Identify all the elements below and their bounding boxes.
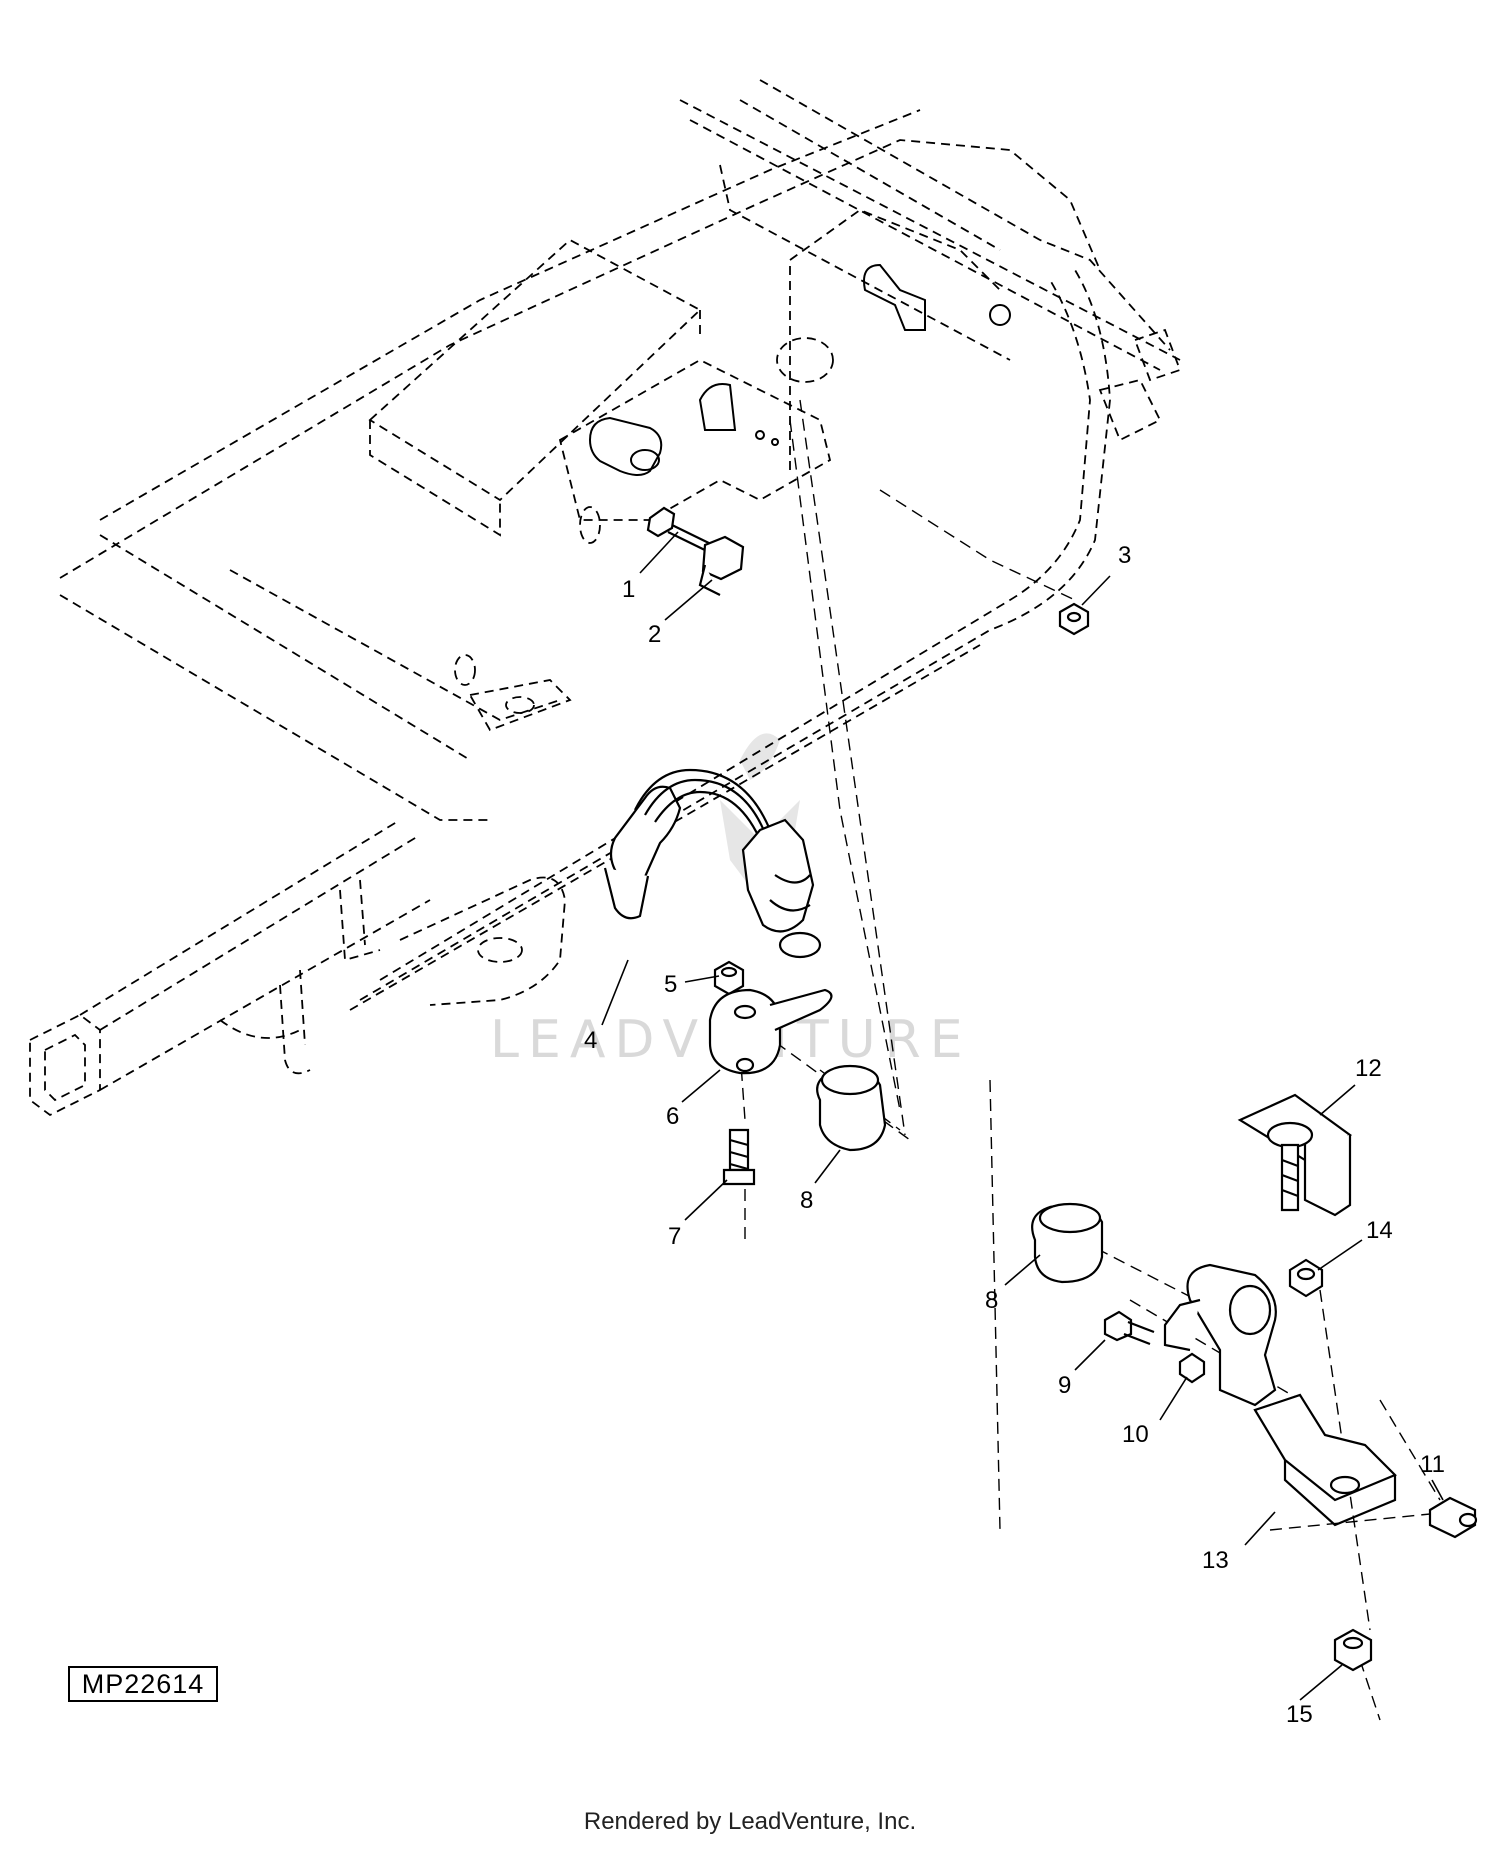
part-5-nut <box>713 960 745 996</box>
callout-8-upper: 8 <box>800 1187 813 1214</box>
callout-9: 9 <box>1058 1372 1071 1399</box>
part-10-nut <box>1178 1352 1206 1384</box>
part-2-clip <box>698 535 745 596</box>
callout-labels: 1 2 3 4 5 6 7 8 8 9 10 11 12 13 14 15 <box>584 542 1445 1728</box>
part-3-nut <box>1058 602 1090 636</box>
callout-1: 1 <box>622 576 635 603</box>
part-12-bracket <box>1237 1093 1353 1217</box>
callout-11: 11 <box>1420 1451 1445 1478</box>
callout-13: 13 <box>1202 1547 1229 1574</box>
callout-5: 5 <box>664 971 677 998</box>
part-14-nut <box>1288 1258 1324 1298</box>
part-11-pin <box>1428 1496 1478 1539</box>
part-13-lever <box>1163 1263 1397 1527</box>
part-8-bushing-upper <box>816 1064 887 1152</box>
leader-lines <box>601 531 1444 1701</box>
callout-3: 3 <box>1118 542 1131 569</box>
part-8-bushing-lower <box>1031 1202 1104 1284</box>
tractor-frame <box>29 79 1182 1117</box>
part-7-screw <box>722 1128 756 1186</box>
callout-12: 12 <box>1355 1055 1382 1082</box>
callout-2: 2 <box>648 621 661 648</box>
parts <box>603 506 1478 1672</box>
callout-6: 6 <box>666 1103 679 1130</box>
part-4-harness <box>603 768 822 959</box>
part-9-bolt <box>1103 1310 1155 1346</box>
callout-10: 10 <box>1122 1421 1149 1448</box>
callout-15: 15 <box>1286 1701 1313 1728</box>
callout-4: 4 <box>584 1027 597 1054</box>
part-15-nut <box>1333 1628 1373 1672</box>
render-credit: Rendered by LeadVenture, Inc. <box>583 1808 917 1835</box>
figure-reference-code: MP22614 <box>68 1666 218 1702</box>
callout-8-lower: 8 <box>985 1287 998 1314</box>
callout-14: 14 <box>1366 1217 1393 1244</box>
part-6-collar <box>708 988 833 1075</box>
frame-details <box>588 263 1011 476</box>
callout-7: 7 <box>668 1223 681 1250</box>
